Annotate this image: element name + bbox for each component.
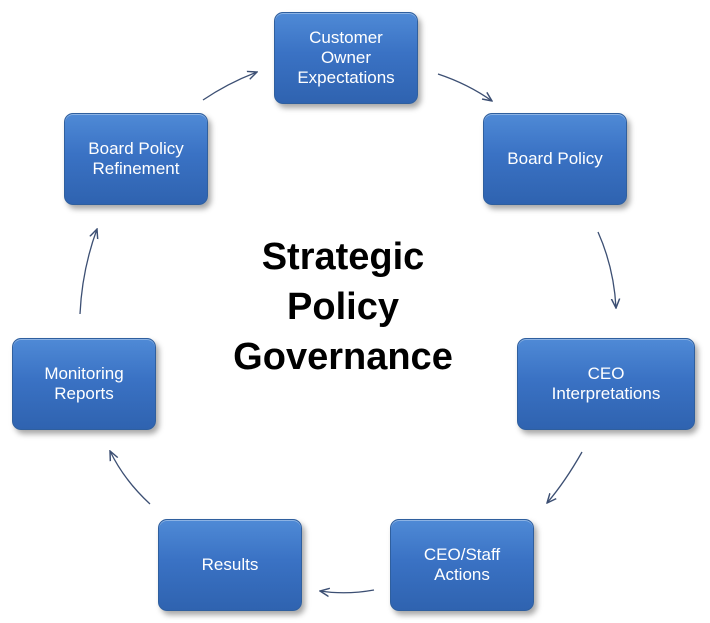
- diagram-title: Strategic Policy Governance: [233, 236, 453, 378]
- arrow-results-to-monitoring-reports: [110, 451, 151, 505]
- node-label: Customer Owner Expectations: [297, 28, 395, 87]
- node-label: CEO/Staff Actions: [423, 545, 501, 584]
- node-ceo-interpretations[interactable]: CEO Interpretations: [517, 338, 695, 430]
- node-label: Board Policy: [507, 149, 603, 168]
- node-label: CEO Interpretations: [551, 364, 661, 403]
- arrow-monitoring-reports-to-board-policy-refinement: [79, 229, 97, 315]
- node-monitoring-reports[interactable]: Monitoring Reports: [12, 338, 156, 430]
- node-label: Monitoring Reports: [44, 364, 124, 403]
- node-label: Results: [201, 555, 259, 574]
- arrow-ceo-staff-actions-to-results: [320, 590, 375, 593]
- node-ceo-staff-actions[interactable]: CEO/Staff Actions: [390, 519, 534, 611]
- arrow-board-policy-refinement-to-customer: [202, 72, 257, 101]
- arrow-customer-to-board-policy: [437, 73, 492, 101]
- arrow-ceo-interpretations-to-ceo-staff-actions: [547, 451, 583, 503]
- node-results[interactable]: Results: [158, 519, 302, 611]
- node-customer-owner-expectations[interactable]: Customer Owner Expectations: [274, 12, 418, 104]
- arrow-board-policy-to-ceo-interpretations: [597, 231, 616, 308]
- node-board-policy-refinement[interactable]: Board Policy Refinement: [64, 113, 208, 205]
- node-board-policy[interactable]: Board Policy: [483, 113, 627, 205]
- node-label: Board Policy Refinement: [88, 139, 184, 178]
